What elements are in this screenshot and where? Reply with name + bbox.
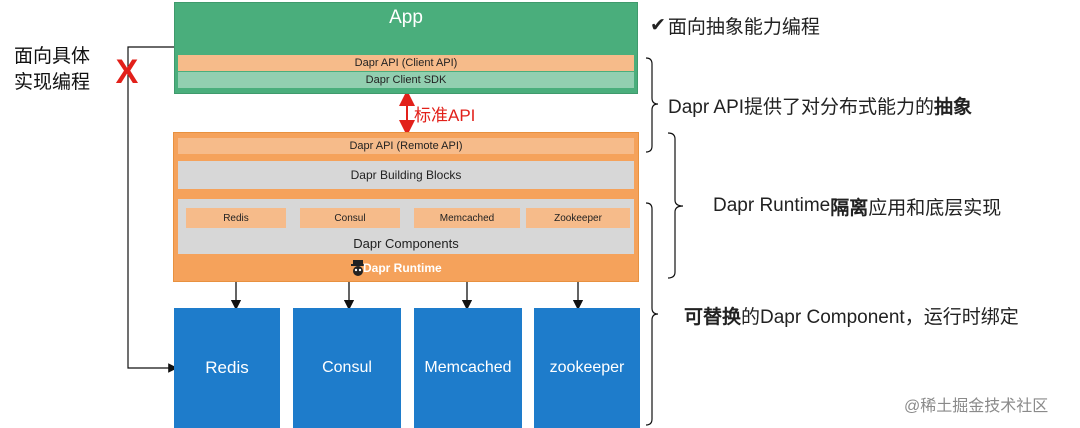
store-memcached: Memcached xyxy=(414,308,522,428)
dapr-api-note: Dapr API提供了对分布式能力的 抽象 xyxy=(668,90,972,120)
component-note-suffix: 的Dapr Component，运行时绑定 xyxy=(741,306,1019,328)
app-title: App xyxy=(389,7,423,28)
store-redis: Redis xyxy=(174,308,280,428)
concrete-programming-line1: 面向具体 xyxy=(14,46,91,67)
building-blocks-layer: Dapr Building Blocks xyxy=(178,161,634,189)
cross-mark: X xyxy=(115,52,139,91)
runtime-note: Dapr Runtime 隔离 应用和底层实现 xyxy=(713,191,1001,221)
brace-component xyxy=(645,202,659,426)
store-zookeeper: zookeeper xyxy=(534,308,640,428)
component-note-bold: 可替换 xyxy=(684,306,742,328)
dapr-runtime-label: Dapr Runtime xyxy=(363,261,442,275)
direct-implementation-arrow xyxy=(127,46,178,373)
dapr-api-note-text: Dapr API提供了对分布式能力的 xyxy=(668,96,935,118)
client-api-layer: Dapr API (Client API) xyxy=(178,55,634,71)
components-label: Dapr Components xyxy=(353,235,459,251)
dapr-mascot-icon xyxy=(350,258,366,278)
component-memcached: Memcached xyxy=(414,208,520,228)
abstract-programming-text: 面向抽象能力编程 xyxy=(667,16,820,38)
client-sdk-layer: Dapr Client SDK xyxy=(178,72,634,88)
standard-api-label: 标准API xyxy=(414,105,476,125)
remote-api-layer: Dapr API (Remote API) xyxy=(178,138,634,154)
abstract-programming-note: ✔ 面向抽象能力编程 xyxy=(650,10,820,40)
store-consul: Consul xyxy=(293,308,401,428)
watermark: @稀土掘金技术社区 xyxy=(904,398,1049,415)
concrete-programming-line2: 实现编程 xyxy=(14,72,91,93)
component-note: 可替换 的Dapr Component，运行时绑定 xyxy=(684,300,1019,330)
check-icon: ✔ xyxy=(650,14,666,36)
concrete-programming-label: 面向具体 实现编程 xyxy=(14,44,110,96)
runtime-note-prefix: Dapr Runtime xyxy=(713,195,831,216)
runtime-note-bold: 隔离 xyxy=(830,197,869,219)
brace-dapr-api xyxy=(645,57,659,153)
runtime-note-suffix: 应用和底层实现 xyxy=(868,197,1002,219)
component-redis: Redis xyxy=(186,208,286,228)
component-consul: Consul xyxy=(300,208,400,228)
dapr-api-note-bold: 抽象 xyxy=(934,96,973,118)
brace-runtime xyxy=(667,132,684,279)
component-zookeeper: Zookeeper xyxy=(526,208,630,228)
